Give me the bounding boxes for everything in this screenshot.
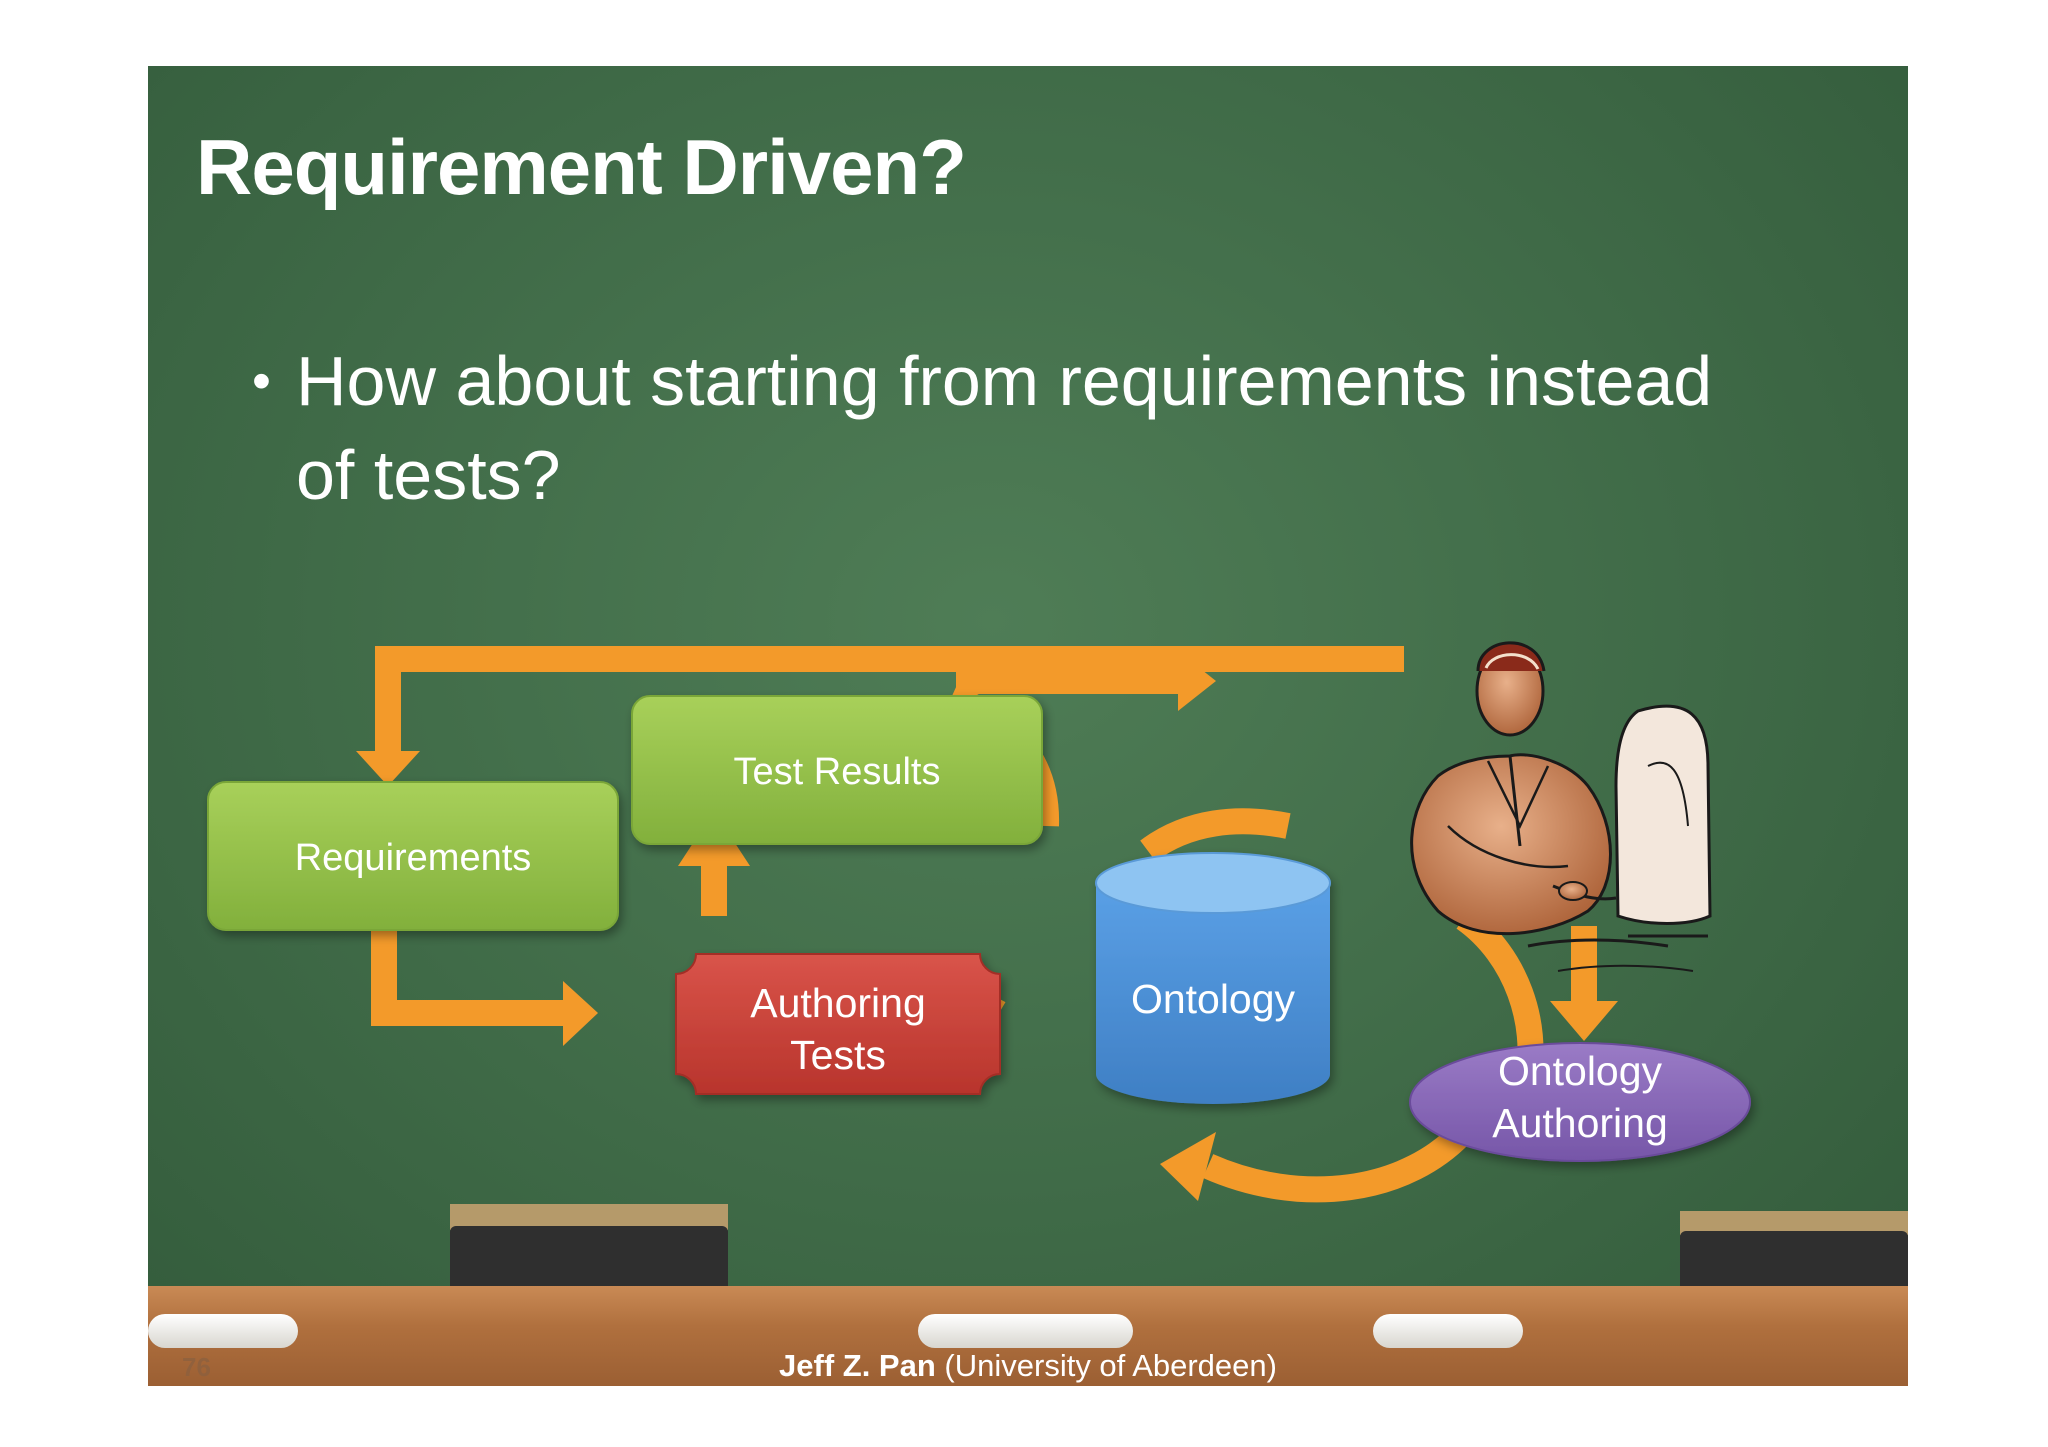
- arrow-head-ontology-authoring: [1550, 1001, 1618, 1041]
- node-requirements-label: Requirements: [295, 837, 532, 879]
- footer-affiliation: (University of Aberdeen): [944, 1348, 1277, 1383]
- arrow-person-to-requirements: [375, 646, 1404, 756]
- slide-title: Requirement Driven?: [196, 123, 967, 211]
- node-ontology-authoring-line-1: Ontology: [1498, 1048, 1663, 1094]
- chalk-piece-2: [918, 1314, 1133, 1348]
- bullet-line-2: of tests?: [296, 436, 561, 514]
- node-test-results: Test Results: [631, 695, 1043, 845]
- person-at-computer-icon: [1410, 641, 1712, 972]
- bullet-text: How about starting from requirements ins…: [296, 334, 1712, 522]
- arrow-ontology-authoring-to-ontology: [1202, 1117, 1478, 1203]
- arrow-head-authoring-tests: [563, 981, 598, 1046]
- arrow-ontology-to-person: [1140, 808, 1291, 862]
- slide: Requirement Driven? • How about starting…: [148, 66, 1908, 1386]
- arrow-head-requirements: [356, 751, 420, 786]
- node-authoring-tests-line-2: Tests: [790, 1032, 886, 1078]
- eraser-left: [450, 1204, 728, 1296]
- workflow-diagram: Requirements Test Results Authoring Test…: [207, 641, 1751, 1203]
- node-ontology-authoring: Ontology Authoring: [1409, 1042, 1751, 1162]
- chalk-piece-3: [1373, 1314, 1523, 1348]
- arrow-head-person: [1178, 651, 1216, 711]
- footer-author: Jeff Z. Pan: [779, 1348, 936, 1383]
- page-number: 76: [182, 1352, 211, 1382]
- bullet-line-1: How about starting from requirements ins…: [296, 342, 1713, 420]
- node-ontology-authoring-line-2: Authoring: [1492, 1100, 1668, 1146]
- node-authoring-tests: Authoring Tests: [675, 953, 1001, 1095]
- arrow-head-ontology: [1160, 1132, 1216, 1201]
- eraser-right: [1680, 1211, 1908, 1299]
- chalk-piece-1: [148, 1314, 298, 1348]
- footer: Jeff Z. Pan (University of Aberdeen): [148, 1348, 1908, 1384]
- bullet-dot-icon: •: [252, 351, 271, 411]
- node-requirements: Requirements: [207, 781, 619, 931]
- bullet-item: • How about starting from requirements i…: [252, 334, 1812, 522]
- node-ontology: Ontology: [1095, 852, 1331, 1104]
- node-ontology-label: Ontology: [1131, 976, 1296, 1022]
- node-authoring-tests-line-1: Authoring: [750, 980, 926, 1026]
- node-test-results-label: Test Results: [734, 751, 941, 793]
